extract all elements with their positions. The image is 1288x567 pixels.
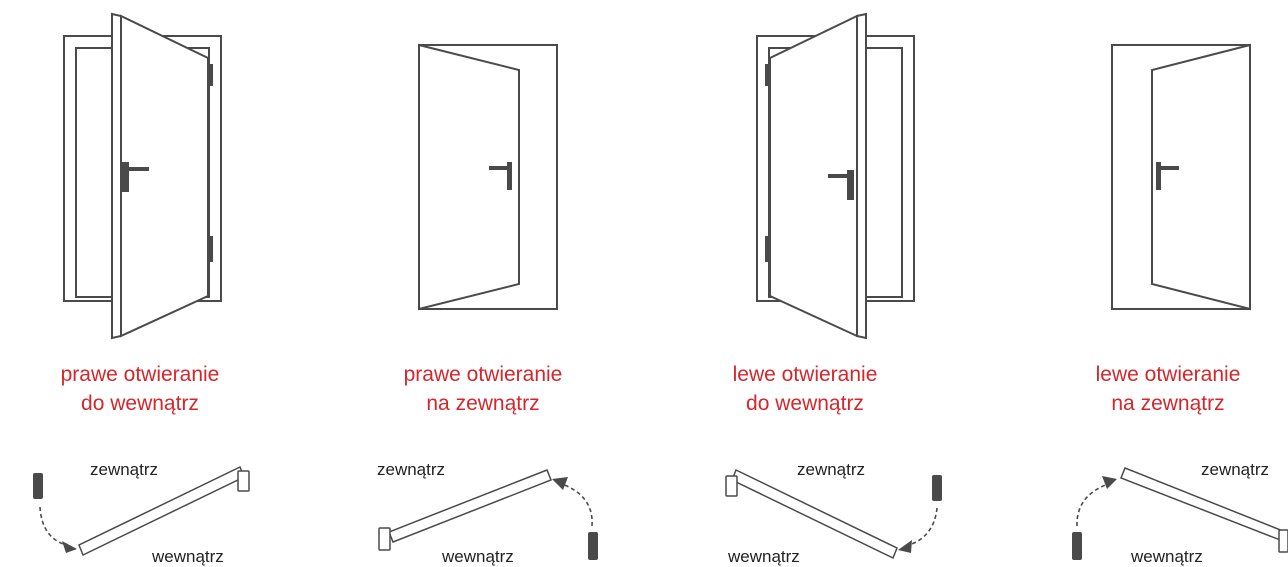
door-option-right-inward: prawe otwieranie do wewnątrz zewnątrz we… bbox=[0, 0, 322, 567]
inside-label: wewnątrz bbox=[728, 547, 800, 566]
door-handle bbox=[1156, 162, 1161, 190]
hinge-bottom bbox=[765, 236, 770, 262]
door-right-inward-illustration bbox=[63, 12, 222, 340]
hinge-top bbox=[208, 64, 213, 86]
door-left-outward-illustration bbox=[1111, 43, 1251, 311]
caption-line1: prawe otwieranie bbox=[60, 363, 220, 386]
caption-line1: lewe otwieranie bbox=[1095, 363, 1241, 386]
door-leaf bbox=[769, 14, 858, 338]
door-handle bbox=[507, 162, 512, 190]
hinge-block-closed bbox=[1072, 532, 1082, 560]
hinge-block-open bbox=[378, 527, 391, 551]
swing-diagram-left-inward bbox=[725, 468, 942, 560]
caption-line2: do wewnątrz bbox=[746, 392, 864, 415]
swing-diagram-right-inward bbox=[33, 465, 250, 557]
caption-line1: prawe otwieranie bbox=[403, 363, 563, 386]
door-leaf bbox=[120, 14, 209, 338]
hinge-block-open bbox=[237, 470, 250, 492]
outside-label: zewnątrz bbox=[377, 460, 446, 479]
swing-diagram-right-outward bbox=[378, 469, 598, 560]
swing-diagram-left-outward bbox=[1072, 467, 1288, 560]
door-bar bbox=[78, 465, 245, 557]
arrow-head bbox=[1102, 476, 1117, 489]
hinge-block-open bbox=[1278, 529, 1288, 553]
door-handle bbox=[847, 170, 854, 200]
door-bar bbox=[388, 469, 552, 543]
swing-arrow bbox=[561, 483, 593, 527]
inside-label: wewnątrz bbox=[152, 547, 224, 566]
door-left-inward-illustration bbox=[756, 12, 915, 340]
door-option-right-outward: prawe otwieranie na zewnątrz zewnątrz we… bbox=[322, 0, 644, 567]
arrow-head bbox=[62, 541, 77, 553]
hinge-bottom bbox=[208, 236, 213, 262]
hinge-block-closed bbox=[588, 532, 598, 560]
hinge-block-closed bbox=[33, 473, 43, 499]
inside-label: wewnątrz bbox=[442, 547, 514, 566]
inside-label: wewnątrz bbox=[1131, 547, 1203, 566]
door-bar bbox=[1120, 467, 1288, 544]
arrow-head bbox=[552, 477, 568, 490]
caption: lewe otwieranie na zewnątrz bbox=[1038, 360, 1288, 418]
door-handle bbox=[122, 162, 129, 192]
outside-label: zewnątrz bbox=[797, 460, 866, 479]
door-option-left-inward: lewe otwieranie do wewnątrz zewnątrz wew… bbox=[644, 0, 966, 567]
door-bar bbox=[731, 468, 898, 560]
outside-label: zewnątrz bbox=[1201, 460, 1270, 479]
swing-arrow bbox=[905, 507, 938, 547]
hinge-block-closed bbox=[932, 475, 942, 501]
caption: prawe otwieranie do wewnątrz bbox=[0, 360, 280, 418]
caption-line2: na zewnątrz bbox=[1111, 392, 1225, 415]
door-leaf bbox=[1151, 43, 1251, 311]
swing-arrow bbox=[1076, 483, 1109, 527]
swing-arrow bbox=[39, 506, 71, 547]
door-option-left-outward: lewe otwieranie na zewnątrz zewnątrz wew… bbox=[966, 0, 1288, 567]
hinge-block-open bbox=[725, 475, 738, 497]
caption: lewe otwieranie do wewnątrz bbox=[644, 360, 966, 418]
door-right-outward-illustration bbox=[418, 43, 558, 311]
door-leaf bbox=[418, 43, 520, 311]
hinge-top bbox=[765, 64, 770, 86]
arrow-head bbox=[898, 540, 912, 553]
outside-label: zewnątrz bbox=[90, 460, 159, 479]
caption-line1: lewe otwieranie bbox=[732, 363, 878, 386]
caption: prawe otwieranie na zewnątrz bbox=[322, 360, 644, 418]
caption-line2: do wewnątrz bbox=[81, 392, 199, 415]
caption-line2: na zewnątrz bbox=[426, 392, 540, 415]
